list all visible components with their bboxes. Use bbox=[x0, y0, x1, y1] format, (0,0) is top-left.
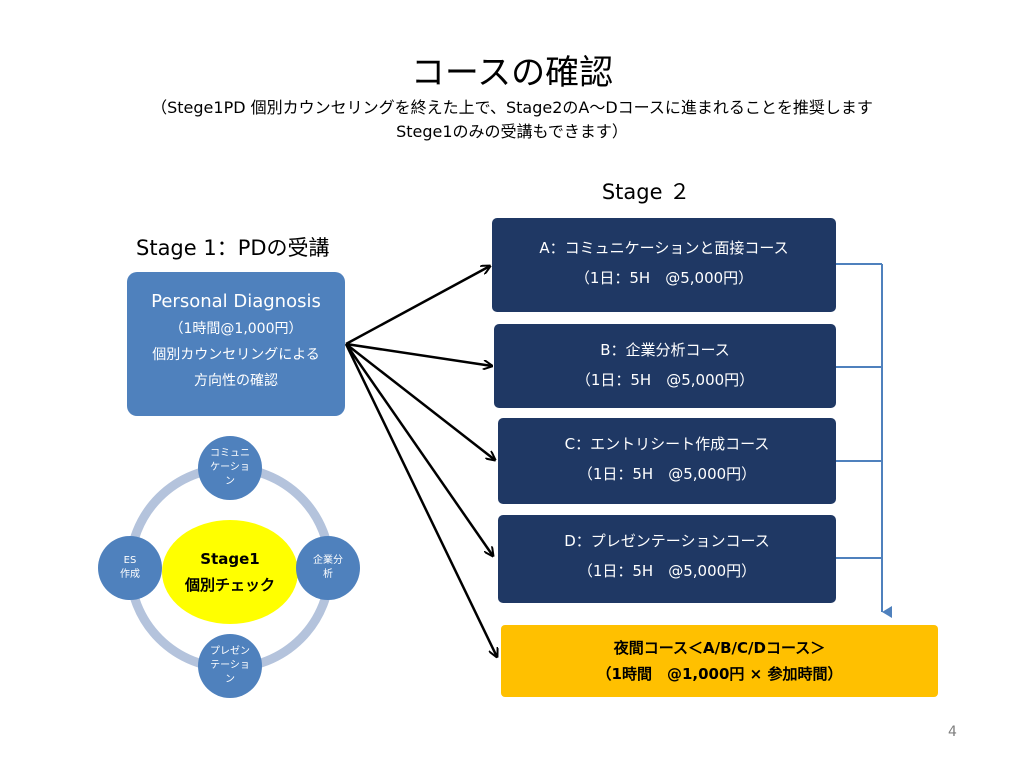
personal-diagnosis-box: Personal Diagnosis （1時間@1,000円） 個別カウンセリン… bbox=[127, 272, 345, 416]
page-subtitle: （Stege1PD 個別カウンセリングを終えた上で、Stage2のA～Dコースに… bbox=[0, 96, 1024, 144]
course-a-price: （1日：5H @5,000円） bbox=[574, 269, 754, 287]
course-a-box: A：コミュニケーションと面接コース （1日：5H @5,000円） bbox=[492, 218, 836, 312]
cycle-center: Stage1 個別チェック bbox=[162, 520, 298, 624]
night-course-box: 夜間コース＜A/B/C/Dコース＞ （1時間 @1,000円 × 参加時間） bbox=[501, 625, 938, 697]
course-b-box: B：企業分析コース （1日：5H @5,000円） bbox=[494, 324, 836, 408]
stage1-label: Stage 1：PDの受講 bbox=[136, 236, 330, 260]
arrow-to-course-c bbox=[345, 343, 495, 460]
cycle-node-es: ES 作成 bbox=[98, 536, 162, 600]
pd-price: （1時間@1,000円） bbox=[169, 321, 303, 337]
page-title: コースの確認 bbox=[410, 53, 614, 93]
pd-title: Personal Diagnosis bbox=[151, 291, 321, 312]
stage2-label: Stage ２ bbox=[601, 180, 691, 204]
arrow-to-course-b bbox=[345, 342, 492, 366]
course-d-price: （1日：5H @5,000円） bbox=[577, 562, 757, 580]
cycle-node-company-analysis: 企業分 析 bbox=[296, 536, 360, 600]
cycle-node-communication: コミュニ ケーショ ン bbox=[198, 436, 262, 500]
arrow-to-course-d bbox=[344, 343, 493, 556]
cycle-node-presentation: プレゼン テーショ ン bbox=[198, 634, 262, 698]
pd-line-2: 方向性の確認 bbox=[194, 373, 278, 389]
arrow-to-night-course bbox=[344, 343, 497, 657]
course-d-name: D：プレゼンテーションコース bbox=[564, 532, 770, 550]
course-b-price: （1日：5H @5,000円） bbox=[575, 371, 755, 389]
course-d-box: D：プレゼンテーションコース （1日：5H @5,000円） bbox=[498, 515, 836, 603]
page-number: 4 bbox=[948, 724, 957, 740]
course-c-box: C：エントリシート作成コース （1日：5H @5,000円） bbox=[498, 418, 836, 504]
course-c-price: （1日：5H @5,000円） bbox=[577, 465, 757, 483]
night-course-price: （1時間 @1,000円 × 参加時間） bbox=[596, 665, 843, 683]
course-a-name: A：コミュニケーションと面接コース bbox=[539, 239, 789, 257]
subtitle-line-2: Stege1のみの受講もできます） bbox=[396, 122, 628, 141]
cycle-center-line-1: Stage1 bbox=[200, 550, 260, 568]
course-b-name: B：企業分析コース bbox=[600, 341, 730, 359]
night-course-name: 夜間コース＜A/B/C/Dコース＞ bbox=[613, 639, 826, 657]
course-c-name: C：エントリシート作成コース bbox=[564, 435, 770, 453]
pd-line-1: 個別カウンセリングによる bbox=[152, 347, 320, 363]
arrow-to-course-a bbox=[345, 266, 490, 346]
subtitle-line-1: （Stege1PD 個別カウンセリングを終えた上で、Stage2のA～Dコースに… bbox=[151, 98, 873, 117]
cycle-center-line-2: 個別チェック bbox=[184, 576, 275, 594]
